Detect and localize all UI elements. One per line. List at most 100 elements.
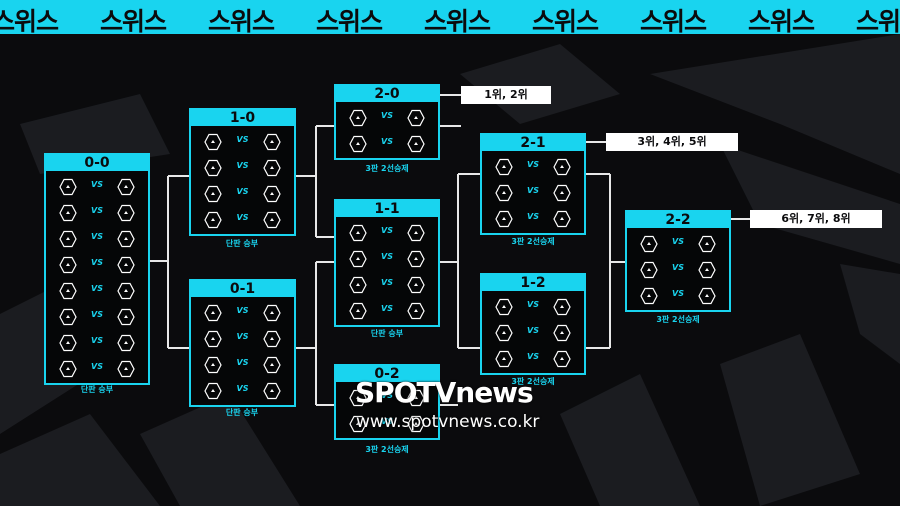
match-row: VS — [336, 246, 438, 272]
team-placeholder-icon — [495, 210, 513, 228]
round-header: 2-0 — [336, 86, 438, 102]
match-row: VS — [482, 346, 584, 372]
vs-label: VS — [91, 258, 103, 267]
team-placeholder-icon — [263, 304, 281, 322]
vs-label: VS — [381, 304, 393, 313]
team-placeholder-icon — [59, 308, 77, 326]
watermark-url: www.spotvnews.co.kr — [356, 412, 540, 432]
match-row: VS — [191, 378, 294, 404]
team-placeholder-icon — [263, 185, 281, 203]
banner-text: 스위스 — [0, 7, 59, 34]
match-row: VS — [336, 298, 438, 324]
team-placeholder-icon — [553, 158, 571, 176]
team-placeholder-icon — [349, 415, 367, 433]
match-row: VS — [191, 207, 294, 233]
team-placeholder-icon — [117, 360, 135, 378]
team-placeholder-icon — [349, 109, 367, 127]
team-placeholder-icon — [553, 350, 571, 368]
vs-label: VS — [527, 300, 539, 309]
match-row: VS — [336, 131, 438, 157]
round-header: 0-0 — [46, 155, 148, 171]
team-placeholder-icon — [117, 334, 135, 352]
team-placeholder-icon — [698, 261, 716, 279]
match-row: VS — [46, 278, 148, 304]
match-row: VS — [46, 226, 148, 252]
team-placeholder-icon — [495, 158, 513, 176]
round-format-caption: 3판 2선승제 — [511, 377, 555, 386]
round-header: 1-2 — [482, 275, 584, 291]
team-placeholder-icon — [59, 230, 77, 248]
team-placeholder-icon — [117, 308, 135, 326]
team-placeholder-icon — [204, 159, 222, 177]
match-row: VS — [482, 320, 584, 346]
team-placeholder-icon — [407, 224, 425, 242]
vs-label: VS — [236, 358, 249, 367]
round-header: 0-1 — [191, 281, 294, 297]
match-row: VS — [46, 304, 148, 330]
watermark-brand: SPOTVnews — [355, 376, 534, 409]
round-format-caption: 단판 승부 — [80, 385, 114, 394]
vs-label: VS — [236, 161, 249, 170]
team-placeholder-icon — [407, 135, 425, 153]
match-row: VS — [336, 220, 438, 246]
match-row: VS — [191, 129, 294, 155]
match-row: VS — [336, 272, 438, 298]
team-placeholder-icon — [553, 184, 571, 202]
round-format-caption: 단판 승부 — [225, 239, 259, 248]
vs-label: VS — [527, 212, 539, 221]
team-placeholder-icon — [349, 224, 367, 242]
round-format-caption: 단판 승부 — [370, 329, 404, 338]
team-placeholder-icon — [59, 256, 77, 274]
match-row: VS — [627, 257, 729, 283]
round-format-caption: 3판 2선승제 — [656, 315, 700, 324]
round-header: 2-2 — [627, 212, 729, 228]
team-placeholder-icon — [553, 210, 571, 228]
team-placeholder-icon — [553, 298, 571, 316]
match-row: VS — [46, 200, 148, 226]
vs-label: VS — [236, 213, 249, 222]
team-placeholder-icon — [204, 304, 222, 322]
vs-label: VS — [236, 332, 249, 341]
vs-label: VS — [672, 237, 684, 246]
banner-text: 스위스 — [208, 7, 275, 34]
vs-label: VS — [381, 391, 393, 400]
match-row: VS — [482, 154, 584, 180]
vs-label: VS — [91, 310, 103, 319]
match-row: VS — [482, 294, 584, 320]
vs-label: VS — [672, 263, 684, 272]
team-placeholder-icon — [698, 287, 716, 305]
team-placeholder-icon — [349, 276, 367, 294]
vs-label: VS — [91, 362, 103, 371]
team-placeholder-icon — [263, 211, 281, 229]
vs-label: VS — [381, 278, 393, 287]
team-placeholder-icon — [117, 178, 135, 196]
round-header: 1-1 — [336, 201, 438, 217]
match-row: VS — [46, 252, 148, 278]
team-placeholder-icon — [407, 389, 425, 407]
team-placeholder-icon — [263, 330, 281, 348]
team-placeholder-icon — [349, 135, 367, 153]
team-placeholder-icon — [204, 382, 222, 400]
team-placeholder-icon — [59, 334, 77, 352]
match-row: VS — [46, 356, 148, 382]
match-row: VS — [336, 105, 438, 131]
banner-text: 스위스 — [856, 7, 900, 34]
round-header: 2-1 — [482, 135, 584, 151]
team-placeholder-icon — [263, 356, 281, 374]
vs-label: VS — [381, 137, 393, 146]
vs-label: VS — [527, 352, 539, 361]
match-row: VS — [627, 231, 729, 257]
round-format-caption: 3판 2선승제 — [511, 237, 555, 246]
vs-label: VS — [672, 289, 684, 298]
vs-label: VS — [236, 306, 249, 315]
round-format-caption: 3판 2선승제 — [365, 445, 409, 454]
round-header: 0-2 — [336, 366, 438, 382]
team-placeholder-icon — [204, 133, 222, 151]
